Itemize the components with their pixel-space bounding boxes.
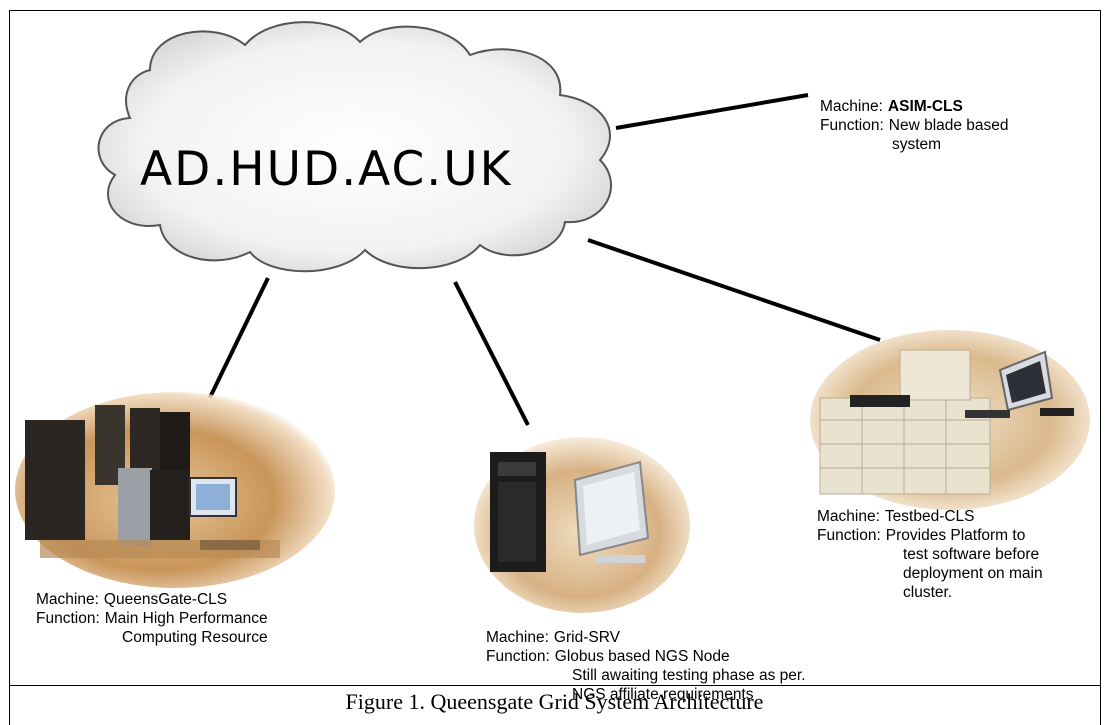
testbed-machine-row: Machine: Testbed-CLS xyxy=(817,507,1043,526)
gridsrv-function-key: Function: xyxy=(486,648,550,665)
testbed-function-line-4: cluster. xyxy=(903,584,953,601)
queensgate-function-key: Function: xyxy=(36,610,100,627)
link-gridsrv xyxy=(453,281,530,426)
gridsrv-machine-row: Machine: Grid-SRV xyxy=(486,628,806,647)
testbed-machine-name: Testbed-CLS xyxy=(884,508,975,525)
cloud-shape xyxy=(97,21,612,273)
queensgate-machine-name: QueensGate-CLS xyxy=(103,591,228,608)
figure-caption: Figure 1. Queensgate Grid System Archite… xyxy=(345,689,764,714)
asim-machine-key: Machine: xyxy=(820,98,883,115)
photo-queensgate xyxy=(15,392,335,588)
node-asim-label: Machine: ASIM-CLS Function: New blade ba… xyxy=(820,97,1009,154)
gridsrv-machine-name: Grid-SRV xyxy=(553,629,620,646)
link-asim xyxy=(615,93,809,130)
queensgate-function-row: Function: Main High Performance xyxy=(36,609,268,628)
gridsrv-machine-key: Machine: xyxy=(486,629,549,646)
asim-machine-row: Machine: ASIM-CLS xyxy=(820,97,1009,116)
asim-function-key: Function: xyxy=(820,117,884,134)
queensgate-function-line-2: Computing Resource xyxy=(122,629,268,646)
gridsrv-function-line-1: Globus based NGS Node xyxy=(554,648,730,665)
cloud-domain-label: AD.HUD.AC.UK xyxy=(140,142,513,197)
gridsrv-function-line-2: Still awaiting testing phase as per. xyxy=(572,667,806,684)
node-queensgate-label: Machine: QueensGate-CLS Function: Main H… xyxy=(36,590,268,647)
testbed-function-line-1: Provides Platform to xyxy=(885,527,1026,544)
photo-gridsrv xyxy=(474,437,690,613)
caption-border xyxy=(9,685,1101,725)
figure-border xyxy=(9,10,1101,686)
gridsrv-function-row: Function: Globus based NGS Node xyxy=(486,647,806,666)
asim-function-line-1: New blade based xyxy=(888,117,1009,134)
node-gridsrv-label: Machine: Grid-SRV Function: Globus based… xyxy=(486,628,806,704)
testbed-function-line-2: test software before xyxy=(903,546,1040,563)
asim-function-line-2: system xyxy=(892,136,942,153)
gridsrv-function-line-3: NGS affiliate requirements xyxy=(572,686,754,703)
queensgate-machine-key: Machine: xyxy=(36,591,99,608)
testbed-function-key: Function: xyxy=(817,527,881,544)
asim-machine-name: ASIM-CLS xyxy=(887,98,963,115)
node-testbed-label: Machine: Testbed-CLS Function: Provides … xyxy=(817,507,1043,602)
testbed-function-row: Function: Provides Platform to xyxy=(817,526,1043,545)
testbed-function-line-3: deployment on main xyxy=(903,565,1043,582)
link-testbed xyxy=(587,238,881,342)
photo-testbed xyxy=(810,330,1090,510)
queensgate-machine-row: Machine: QueensGate-CLS xyxy=(36,590,268,609)
testbed-machine-key: Machine: xyxy=(817,508,880,525)
queensgate-function-line-1: Main High Performance xyxy=(104,610,268,627)
connector-lines xyxy=(198,93,881,426)
asim-function-row: Function: New blade based xyxy=(820,116,1009,135)
